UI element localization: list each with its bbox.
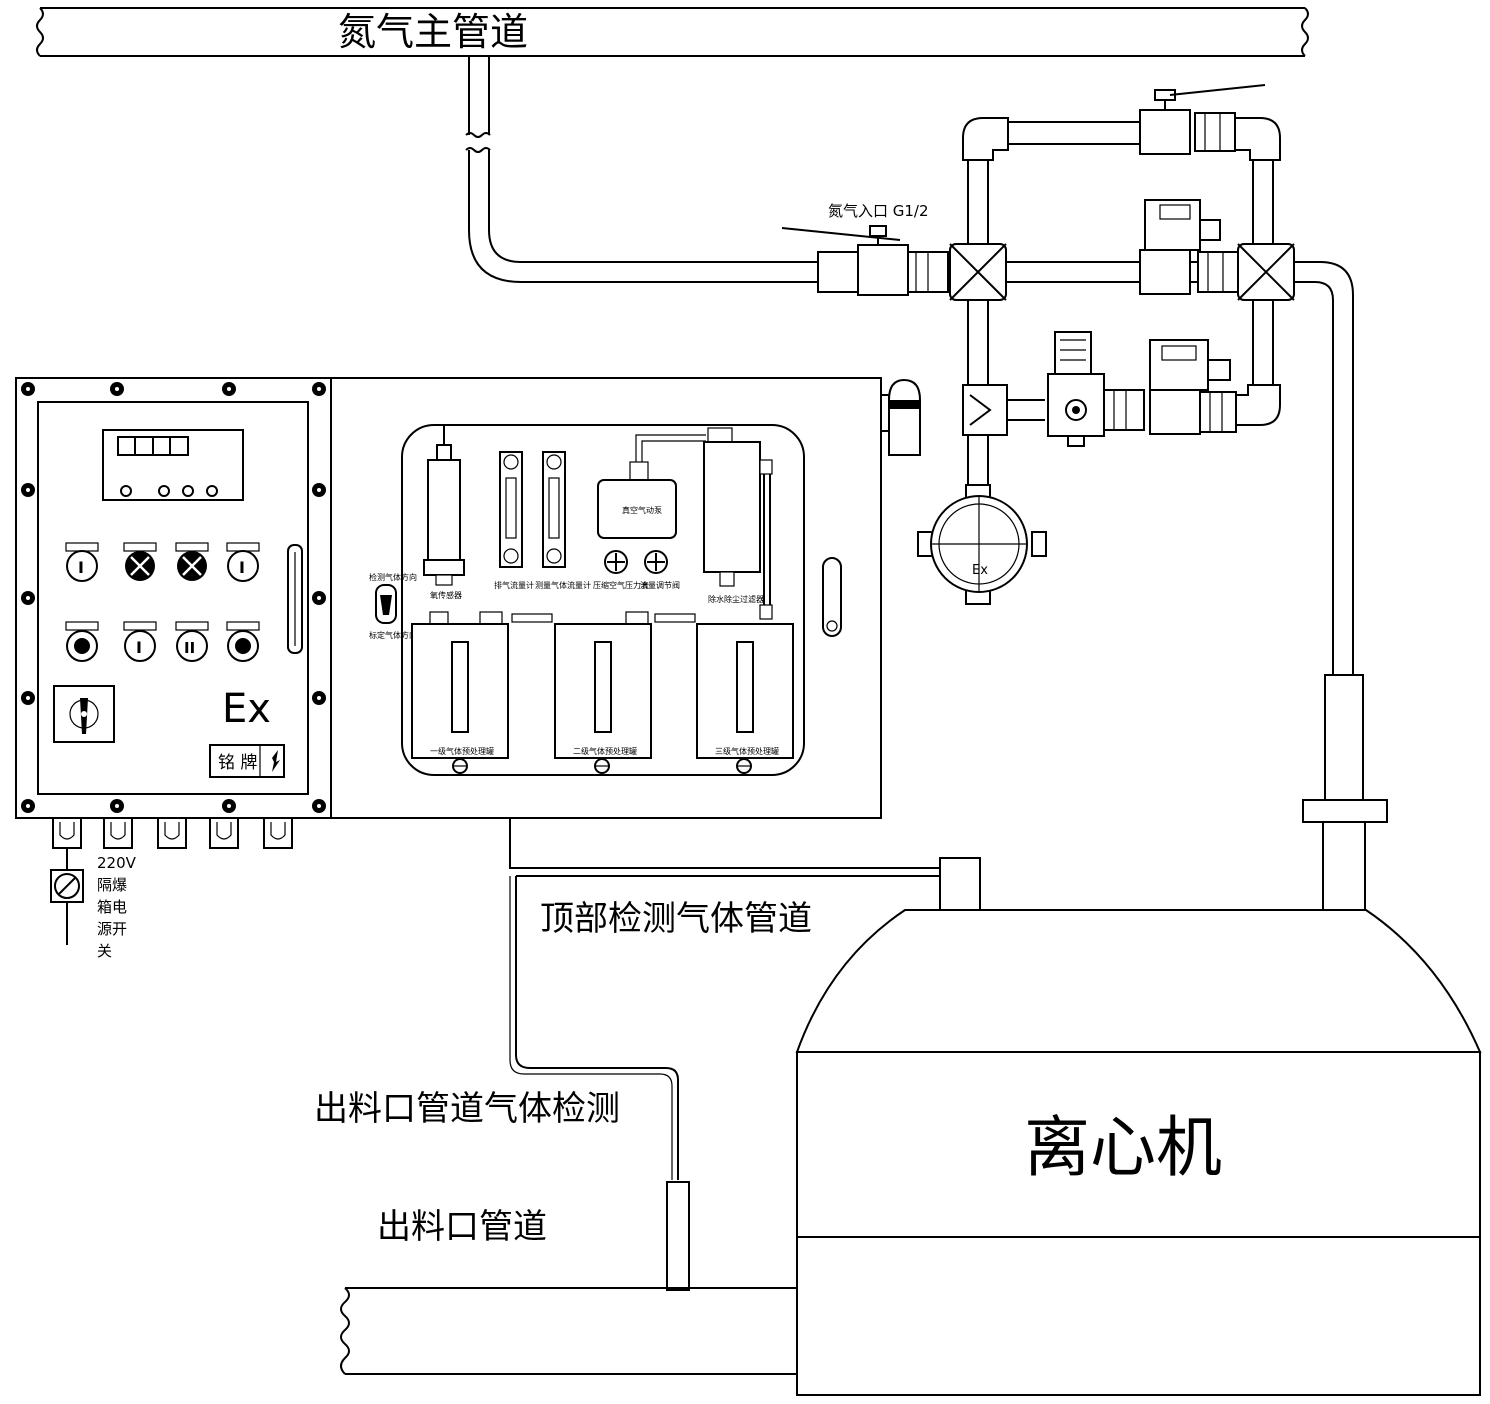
gas-treatment-cabinet: 氧传感器 检测气体方向 标定气体方向 排气流量计 测量气体流量计 真空气动泵 压… bbox=[330, 377, 921, 819]
outlet-gas-detection-label: 出料口管道气体检测 bbox=[314, 1089, 620, 1129]
pretreatment-tank-3: 三级气体预处理罐 bbox=[696, 623, 794, 774]
nameplate-label: 铭 牌 bbox=[218, 753, 257, 773]
svg-text:I: I bbox=[136, 638, 142, 657]
tank-2-label: 二级气体预处理罐 bbox=[573, 746, 637, 756]
nameplate: 铭 牌 bbox=[209, 744, 285, 778]
top-gas-detection-pipe-label: 顶部检测气体管道 bbox=[540, 899, 812, 939]
tank-3-label: 三级气体预处理罐 bbox=[715, 746, 779, 756]
junction-box-ex-mark: Ex bbox=[972, 563, 988, 578]
power-switch-line-1: 220V bbox=[97, 854, 137, 872]
outlet-pipe bbox=[340, 1287, 797, 1375]
power-switch-line-5: 关 bbox=[97, 942, 112, 960]
dewater-dust-filter-label: 除水除尘过滤器 bbox=[708, 594, 764, 604]
centrifuge-label: 离心机 bbox=[1024, 1109, 1222, 1186]
svg-text:I: I bbox=[78, 558, 84, 577]
ex-mark: Ex bbox=[222, 686, 271, 732]
measuring-gas-flowmeter-label: 测量气体流量计 bbox=[535, 580, 591, 590]
cable-glands bbox=[52, 817, 293, 849]
power-switch-line-3: 箱电 bbox=[97, 898, 127, 916]
power-switch-line-4: 源开 bbox=[97, 920, 127, 938]
nitrogen-inlet-pipe bbox=[465, 56, 820, 283]
nitrogen-main-pipe-label: 氮气主管道 bbox=[338, 10, 528, 54]
power-switch: 220V 隔爆 箱电 源开 关 bbox=[50, 848, 137, 960]
power-switch-line-2: 隔爆 bbox=[97, 876, 127, 894]
compressed-air-gauge-label: 压缩空气压力表 bbox=[593, 580, 649, 590]
nitrogen-inlet-label: 氮气入口 G1/2 bbox=[828, 202, 929, 220]
indicator-row-1: I I bbox=[65, 542, 260, 582]
tank-1-label: 一级气体预处理罐 bbox=[430, 746, 494, 756]
svg-text:II: II bbox=[184, 639, 195, 657]
svg-text:I: I bbox=[239, 558, 245, 577]
valve-manifold: 氮气入口 G1/2 bbox=[781, 84, 1354, 675]
vacuum-pump-label: 真空气动泵 bbox=[622, 505, 662, 515]
rotary-selector-switch bbox=[53, 685, 115, 743]
pretreatment-tank-2: 二级气体预处理罐 bbox=[554, 623, 652, 774]
centrifuge: 离心机 bbox=[795, 674, 1482, 1396]
detection-lines: 顶部检测气体管道 出料口管道气体检测 出料口管道 bbox=[314, 818, 940, 1291]
exhaust-flowmeter-label: 排气流量计 bbox=[494, 580, 534, 590]
nitrogen-main-pipe: 氮气主管道 bbox=[36, 7, 1309, 57]
pretreatment-tank-1: 一级气体预处理罐 bbox=[411, 623, 509, 774]
outlet-pipe-label: 出料口管道 bbox=[377, 1207, 547, 1247]
calibration-gas-direction-label: 标定气体方向 bbox=[369, 630, 417, 640]
button-row-2: I II bbox=[65, 621, 260, 662]
oxygen-sensor-label: 氧传感器 bbox=[430, 590, 462, 600]
explosion-proof-box: I I I II bbox=[15, 377, 332, 960]
detect-gas-direction-label: 检测气体方向 bbox=[369, 572, 417, 582]
flow-control-valve-label: 流量调节阀 bbox=[640, 580, 680, 590]
